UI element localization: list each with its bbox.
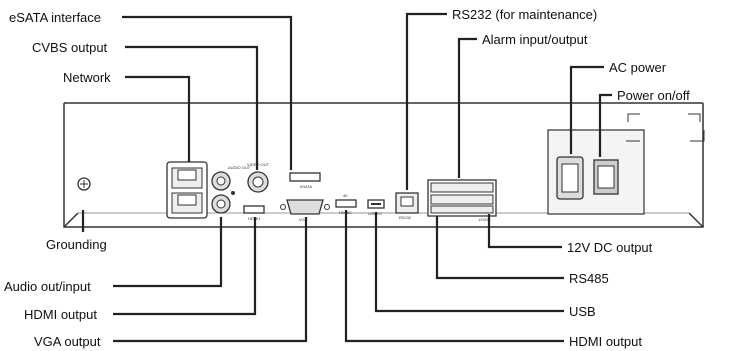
label-audio-out-input: Audio out/input	[4, 279, 91, 294]
label-rs485: RS485	[569, 271, 609, 286]
label-grounding: Grounding	[46, 237, 107, 252]
label-power-on-off: Power on/off	[617, 88, 690, 103]
dc12v-mark: 12VDC	[478, 217, 491, 222]
cvbs-jack: VIDEO OUT	[247, 162, 270, 193]
vga-port: VGA	[280, 199, 330, 222]
label-network: Network	[63, 70, 111, 85]
power-module	[547, 113, 705, 215]
video-out-mark: VIDEO OUT	[247, 162, 270, 167]
label-esata-interface: eSATA interface	[9, 10, 102, 25]
label-ac-power: AC power	[609, 60, 667, 75]
label-cvbs-output: CVBS output	[32, 40, 108, 55]
label-12v-dc-output: 12V DC output	[567, 240, 653, 255]
vga-mark: VGA	[299, 217, 308, 222]
label-vga-output: VGA output	[34, 334, 101, 349]
label-rs232: RS232 (for maintenance)	[452, 7, 598, 22]
label-hdmi-output-left: HDMI output	[24, 307, 97, 322]
esata-port: eSATA	[289, 172, 321, 189]
rs232-mark: RS232	[399, 215, 412, 220]
rs232-port: RS232	[395, 192, 419, 220]
grounding-screw-icon	[77, 177, 91, 191]
audio-out-mark: AUDIO OUT	[228, 165, 251, 170]
network-ports	[166, 161, 208, 219]
alarm-terminal-block: 12VDC	[427, 179, 497, 222]
esata-mark: eSATA	[300, 184, 312, 189]
fourk-mark: 4K	[343, 193, 348, 198]
audio-jacks: AUDIO OUT	[211, 165, 251, 214]
label-usb: USB	[569, 304, 596, 319]
label-alarm-io: Alarm input/output	[482, 32, 588, 47]
leader-lines	[81, 12, 612, 343]
label-hdmi-output-right: HDMI output	[569, 334, 642, 349]
